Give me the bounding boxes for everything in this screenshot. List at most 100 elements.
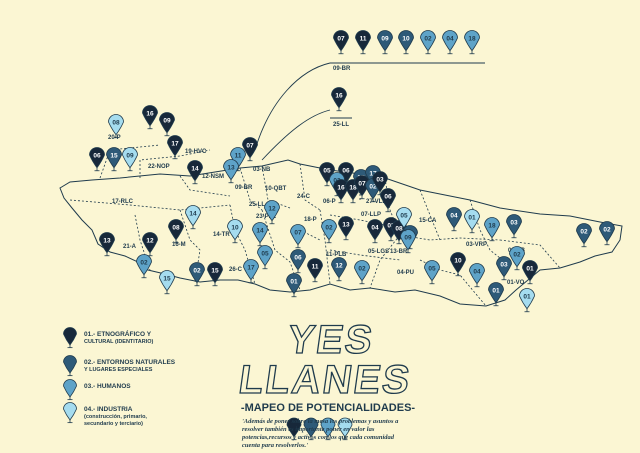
map-pin[interactable]: 15 [106, 147, 122, 172]
district-label: 01-VO [507, 280, 525, 286]
map-pin[interactable]: 13 [99, 232, 115, 257]
callout-pin[interactable]: 10 [398, 30, 414, 55]
map-pin[interactable]: 04 [446, 207, 462, 232]
map-pin[interactable]: 02 [136, 254, 152, 279]
pin-number: 12 [268, 205, 276, 212]
callout-pin[interactable]: 04 [442, 30, 458, 55]
pin-number: 03 [500, 261, 508, 268]
map-pin[interactable]: 15 [207, 262, 223, 287]
map-pin[interactable]: 03 [496, 256, 512, 281]
map-pin[interactable]: 16 [333, 179, 349, 204]
pin-number: 05 [261, 250, 269, 257]
pin-number: 07 [246, 142, 254, 149]
map-pin[interactable]: 10 [227, 219, 243, 244]
district-label: 19-HVC [185, 149, 207, 155]
pin-number: 04 [473, 268, 481, 275]
pin-number: 08 [112, 119, 120, 126]
callout-pin[interactable]: 02 [420, 30, 436, 55]
decorative-pin[interactable] [320, 417, 336, 441]
map-pin[interactable]: 03 [506, 214, 522, 239]
map-pin[interactable]: 16 [142, 105, 158, 130]
legend-pin[interactable] [63, 402, 77, 424]
map-pin[interactable]: 06 [89, 147, 105, 172]
map-pin[interactable]: 15 [159, 270, 175, 295]
map-pin[interactable]: 13 [223, 159, 239, 184]
map-pin[interactable]: 14 [187, 160, 203, 185]
map-pin[interactable]: 18 [484, 217, 500, 242]
decorative-pin[interactable] [286, 417, 302, 441]
map-pin[interactable]: 13 [338, 216, 354, 241]
pin-number: 04 [450, 212, 458, 219]
map-pin[interactable]: 08 [108, 114, 124, 139]
callout-pin[interactable]: 07 [333, 30, 349, 55]
pin-number: 07 [294, 229, 302, 236]
map-pin[interactable]: 07 [290, 224, 306, 249]
map-pin[interactable]: 02 [576, 223, 592, 248]
district-label: 26-C [229, 267, 243, 273]
map-pin[interactable]: 09 [122, 147, 138, 172]
map-pin[interactable]: 12 [264, 200, 280, 225]
map-pin[interactable]: 12 [331, 257, 347, 282]
map-pin[interactable]: 12 [142, 232, 158, 257]
map-pin[interactable]: 01 [488, 282, 504, 307]
pin-number: 02 [424, 35, 432, 42]
pin-number: 06 [342, 167, 350, 174]
map-pin[interactable]: 02 [321, 219, 337, 244]
decorative-pin[interactable] [303, 417, 319, 441]
callout-pin[interactable]: 11 [355, 30, 371, 55]
legend-pin[interactable] [63, 355, 77, 377]
pin-number: 06 [294, 254, 302, 261]
map-pin[interactable]: 02 [354, 260, 370, 285]
map-pin[interactable]: 06 [380, 188, 396, 213]
pin-number: 02 [580, 228, 588, 235]
legend-pin[interactable] [63, 327, 77, 349]
callout-pin[interactable]: 18 [464, 30, 480, 55]
map-pin[interactable]: 17 [243, 259, 259, 284]
callout-pin[interactable]: 16 [331, 87, 347, 112]
map-pin[interactable]: 17 [167, 135, 183, 160]
map-pin[interactable]: 10 [450, 252, 466, 277]
map-pin[interactable]: 01 [286, 273, 302, 298]
pin-number: 05 [323, 167, 331, 174]
map-pin[interactable]: 02 [599, 221, 615, 246]
pin-number: 05 [400, 212, 408, 219]
map-pin[interactable]: 04 [469, 263, 485, 288]
map-pin[interactable]: 06 [290, 249, 306, 274]
map-pin[interactable]: 11 [307, 258, 323, 283]
map-pin[interactable]: 05 [424, 260, 440, 285]
pin-number: 15 [163, 275, 171, 282]
map-pin[interactable]: 01 [522, 260, 538, 285]
pin-number: 02 [140, 259, 148, 266]
map-pin[interactable]: 03 [372, 171, 388, 196]
map-pin[interactable]: 01 [464, 209, 480, 234]
pin-number: 03 [376, 176, 384, 183]
pin-number: 14 [189, 210, 197, 217]
map-pin[interactable]: 05 [257, 245, 273, 270]
callout-pin[interactable]: 09 [377, 30, 393, 55]
map-pin[interactable]: 09 [159, 112, 175, 137]
map-pin[interactable]: 05 [396, 207, 412, 232]
pin-number: 02 [369, 183, 377, 190]
pin-number: 06 [93, 152, 101, 159]
legend-label: (construcción, primario, [84, 414, 147, 420]
map-pin[interactable]: 01 [519, 288, 535, 313]
map-pin[interactable]: 04 [367, 219, 383, 244]
district-label: 24-C [297, 194, 311, 200]
map-pin[interactable]: 07 [242, 137, 258, 162]
pin-number: 03 [510, 219, 518, 226]
district-label: 15-CA [419, 218, 437, 224]
pin-number: 07 [358, 180, 366, 187]
map-pin[interactable]: 14 [252, 222, 268, 247]
title-block: YES LLANES -MAPEO DE POTENCIALIDADES- 'A… [228, 317, 428, 450]
map-pin[interactable]: 02 [509, 246, 525, 271]
map-pin[interactable]: 08 [168, 219, 184, 244]
map-pin[interactable]: 09 [400, 229, 416, 254]
map-pin[interactable]: 02 [189, 262, 205, 287]
legend-pin[interactable] [63, 379, 77, 401]
decorative-pin[interactable] [337, 417, 353, 441]
pin-number: 11 [235, 152, 242, 159]
map-pin[interactable]: 14 [185, 205, 201, 230]
pin-number: 18 [488, 222, 496, 229]
district-label: 12-NSM [202, 174, 224, 180]
pin-number: 16 [335, 92, 343, 99]
